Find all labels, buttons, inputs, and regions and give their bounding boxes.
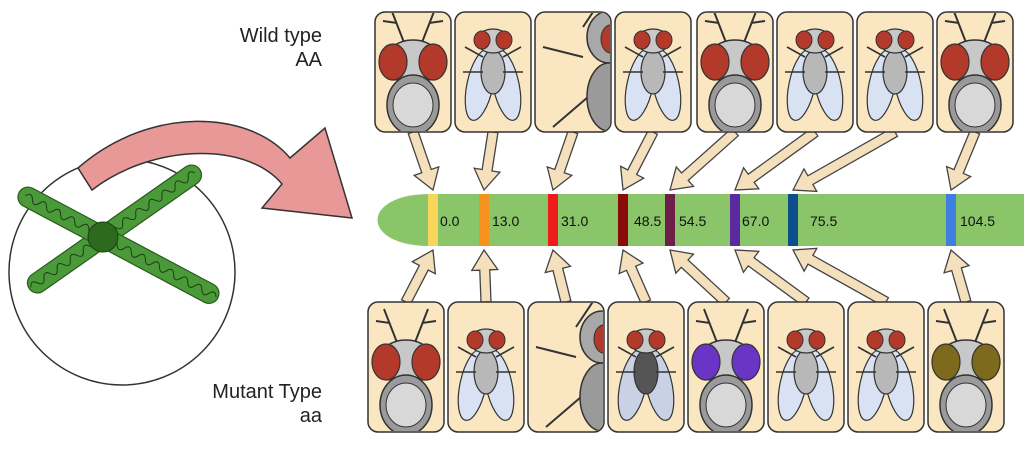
locus-position-label: 13.0 xyxy=(492,213,519,229)
fly-icon xyxy=(371,308,441,431)
wild-type-fly-card xyxy=(374,11,452,133)
pointer-arrow xyxy=(791,126,899,193)
chromosome-bar xyxy=(377,194,1024,246)
locus-position-label: 54.5 xyxy=(679,213,706,229)
chromatids xyxy=(17,164,220,304)
curved-arrow xyxy=(77,120,354,219)
fly-icon xyxy=(616,328,676,421)
mutant-type-fly-card xyxy=(367,301,445,433)
pointer-arrow xyxy=(544,248,572,305)
fly-icon xyxy=(856,328,916,421)
wild-type-genotype: AA xyxy=(295,49,322,71)
mutant-type-fly-card xyxy=(607,301,685,433)
wild-type-fly-card xyxy=(454,11,532,133)
wild-type-fly-card xyxy=(534,11,612,133)
chromosome-map: 0.0 13.0 31.0 48.5 54.5 67.0 75.5 104.5 xyxy=(377,194,1024,246)
pointer-arrow xyxy=(945,129,981,192)
locus-position-label: 75.5 xyxy=(810,213,837,229)
pointer-arrow xyxy=(400,248,437,306)
locus-band xyxy=(428,194,438,246)
pointer-arrow xyxy=(618,248,652,305)
fly-icon xyxy=(865,28,925,121)
pointer-arrow xyxy=(943,248,972,305)
fly-icon xyxy=(776,328,836,421)
locus-band xyxy=(788,194,798,246)
mutant-type-fly-card xyxy=(447,301,525,433)
fly-icon xyxy=(691,308,761,431)
locus-position-label: 67.0 xyxy=(742,213,769,229)
fly-icon xyxy=(931,308,1001,431)
fly-icon xyxy=(463,28,523,121)
pointer-arrow xyxy=(546,129,579,192)
pointer-arrow xyxy=(734,127,819,191)
mutant-type-label: Mutant Type aa xyxy=(160,380,322,428)
fly-icon xyxy=(456,328,516,421)
mutant-type-genotype: aa xyxy=(299,405,322,427)
pointer-arrow xyxy=(791,247,890,308)
locus-band xyxy=(730,194,740,246)
mutant-type-text: Mutant Type xyxy=(212,381,322,403)
wild-type-fly-card xyxy=(696,11,774,133)
wild-type-fly-card xyxy=(856,11,934,133)
fly-icon xyxy=(542,13,610,131)
locus-position-label: 31.0 xyxy=(561,213,588,229)
wild-type-fly-card xyxy=(614,11,692,133)
wild-type-text: Wild type xyxy=(239,25,322,47)
pointer-arrow xyxy=(619,128,659,192)
fly-icon xyxy=(535,303,603,431)
wild-type-fly-card xyxy=(776,11,854,133)
centromere xyxy=(87,221,119,253)
locus-position-label: 48.5 xyxy=(634,213,661,229)
locus-band xyxy=(548,194,558,246)
mutant-type-fly-card xyxy=(847,301,925,433)
fly-icon xyxy=(378,13,448,131)
locus-band xyxy=(946,194,956,246)
arrows-layer xyxy=(400,126,981,308)
mutant-type-fly-card xyxy=(687,301,765,433)
locus-band xyxy=(665,194,675,246)
wild-type-label: Wild type AA xyxy=(180,24,322,72)
pointer-arrow xyxy=(734,249,810,307)
mutant-type-fly-card xyxy=(527,301,605,433)
mutant-type-fly-card xyxy=(927,301,1005,433)
chromosome-illustration xyxy=(8,158,236,386)
wild-type-fly-card xyxy=(936,11,1014,133)
fly-icon xyxy=(940,13,1010,131)
pointer-arrow xyxy=(470,248,499,303)
pointer-arrow xyxy=(669,127,740,191)
locus-band xyxy=(479,194,489,246)
fly-icon xyxy=(785,28,845,121)
fly-icon xyxy=(700,13,770,131)
pointer-arrow xyxy=(407,129,440,192)
cards-layer xyxy=(367,11,1014,433)
fly-icon xyxy=(623,28,683,121)
bands-layer: 0.0 13.0 31.0 48.5 54.5 67.0 75.5 104.5 xyxy=(428,194,995,246)
pointer-arrow xyxy=(669,249,731,307)
locus-position-label: 104.5 xyxy=(960,213,995,229)
locus-band xyxy=(618,194,628,246)
mutant-type-fly-card xyxy=(767,301,845,433)
locus-position-label: 0.0 xyxy=(440,213,460,229)
pointer-arrow xyxy=(473,130,502,192)
chromatid-arm xyxy=(100,164,203,242)
